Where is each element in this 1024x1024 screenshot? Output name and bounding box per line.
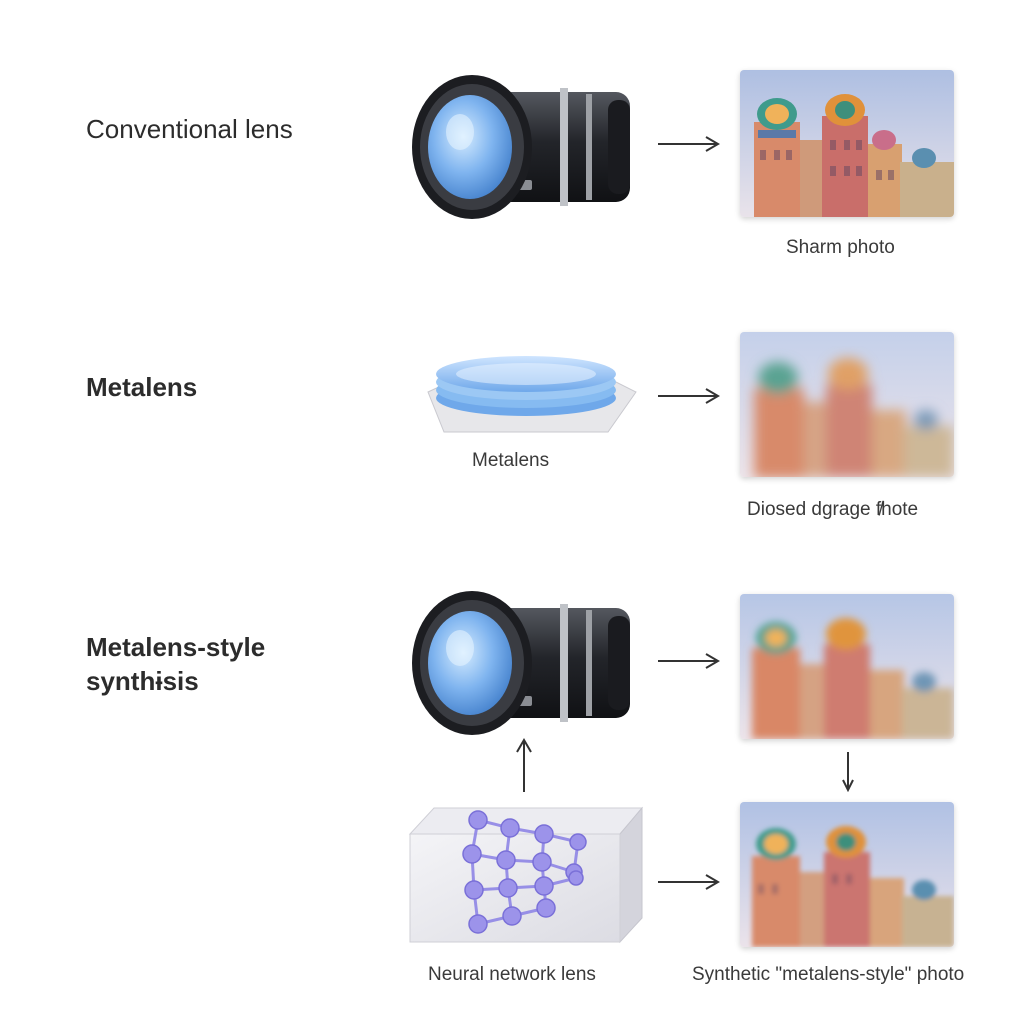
row2-output-caption: Diosed dgrage f̸hote	[747, 499, 919, 520]
blurred-photo	[740, 594, 954, 739]
row2-title-text: Metalens	[86, 372, 198, 402]
arrow-up-icon	[514, 738, 534, 794]
neural-network-cube-icon	[408, 806, 644, 944]
row3-title-line1: Metalens-style	[86, 632, 266, 662]
neural-lens-caption: Neural network lens	[428, 964, 596, 985]
arrow-icon	[656, 872, 722, 892]
arrow-icon	[656, 134, 722, 154]
row3-title: Metalens-style synthɨsis	[86, 630, 265, 698]
metalens-caption: Metalens	[472, 450, 550, 471]
row1-title-text: Conventional lens	[86, 114, 293, 144]
degraded-photo	[740, 332, 954, 477]
sharp-photo	[740, 70, 954, 217]
camera-lens-icon	[410, 72, 640, 222]
synthetic-photo	[740, 802, 954, 947]
row1-title: Conventional lens	[86, 112, 293, 146]
metalens-disk-icon	[408, 352, 638, 438]
arrow-icon	[656, 386, 722, 406]
row3-title-line2: synthɨsis	[86, 666, 199, 696]
arrow-icon	[656, 651, 722, 671]
row3-output-caption: Synthetic "metalens-style" photo	[692, 964, 965, 985]
arrow-down-icon	[838, 750, 858, 792]
row1-output-caption: Sharm photo	[786, 237, 895, 258]
camera-lens-icon	[410, 588, 640, 738]
row2-title: Metalens	[86, 370, 197, 404]
